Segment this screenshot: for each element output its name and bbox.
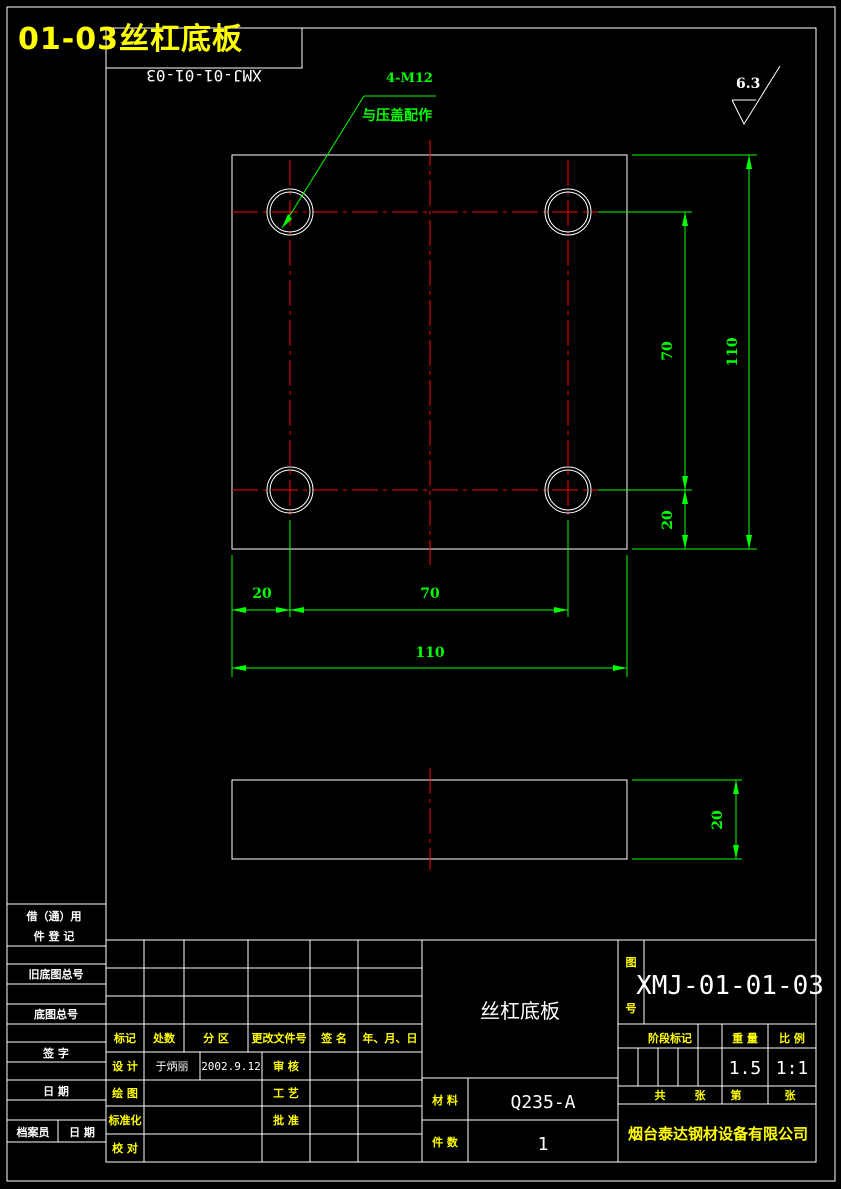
hole-bottom-left [266,466,314,514]
tb-standard: 标准化 [108,1113,142,1127]
strip-reg-2: 件 登 记 [34,929,75,943]
tb-drawing-no-label-1: 图 [626,956,637,969]
tb-drawing-no-label-2: 号 [626,1002,637,1015]
dim-bottom-110 [232,665,627,671]
tb-page-sheet-label: 张 [785,1088,797,1102]
tb-material-label: 材 料 [432,1093,458,1107]
tb-sheet-label: 张 [695,1088,707,1102]
tb-total-label: 共 [655,1088,666,1102]
dim-bottom-70-text: 70 [420,586,440,602]
dim-right-20-text: 20 [660,510,676,530]
left-strip [7,903,106,1143]
tb-company: 烟台泰达钢材设备有限公司 [628,1125,808,1143]
dim-right-20 [682,490,688,549]
tb-qty: 1 [538,1134,549,1155]
strip-reg-1: 借（通）用 [26,909,82,923]
tb-page-label: 第 [731,1088,742,1102]
tb-ymd: 年、月、日 [363,1031,418,1045]
tb-qty-label: 件 数 [432,1135,459,1149]
tb-mark: 标记 [113,1031,136,1045]
title-block-grid [105,939,817,1163]
strip-sign: 签 字 [42,1046,69,1060]
thread-callout-leader [281,95,436,229]
headline: 01-03丝杠底板 [18,22,243,57]
tb-weight-label: 重 量 [732,1031,758,1045]
outer-border [6,6,836,1182]
strip-archivist: 档案员 [17,1125,50,1139]
roughness-value: 6.3 [736,76,760,92]
tb-drawing-no: XMJ-01-01-03 [636,971,824,1001]
tb-design: 设 计 [112,1059,138,1073]
tb-weight: 1.5 [729,1058,762,1079]
tb-check: 校 对 [112,1141,138,1155]
dim-bottom-20-text: 20 [252,586,272,602]
tb-material: Q235-A [510,1092,575,1113]
tb-zone: 分 区 [203,1031,229,1045]
mirrored-code-text: XMJ-01-01-03 [146,66,262,85]
tb-drawing: 绘 图 [112,1086,138,1100]
dim-bottom-20 [232,607,290,613]
strip-archive-date: 日 期 [69,1125,95,1139]
strip-old-no: 旧底图总号 [29,967,84,981]
dim-right-70-text: 70 [660,341,676,361]
dim-thickness-20 [733,780,739,859]
dim-right-110 [746,155,752,549]
thread-callout-note: 与压盖配作 [362,107,432,124]
thread-callout-text: 4-M12 [386,71,433,86]
hole-top-right [544,188,592,236]
dim-bottom-70 [290,607,568,613]
tb-scale-label: 比 例 [779,1031,805,1045]
tb-scale: 1:1 [776,1058,809,1079]
tb-signature: 签 名 [320,1031,347,1045]
tb-change-doc: 更改文件号 [252,1031,307,1045]
hole-top-left [266,188,314,236]
hole-bottom-right [544,466,592,514]
tb-process: 工 艺 [273,1086,299,1100]
dim-bottom-110-text: 110 [415,645,444,661]
dim-right-110-text: 110 [725,337,741,366]
dim-right-70 [682,212,688,490]
tb-design-date: 2002.9.12 [201,1060,261,1073]
tb-designer: 于炳丽 [156,1060,189,1073]
tb-stage-mark: 阶段标记 [648,1031,692,1045]
strip-date: 日 期 [43,1084,69,1098]
mirrored-code-box [105,27,303,69]
tb-part-name: 丝杠底板 [480,999,560,1023]
tb-count: 处数 [152,1031,176,1045]
surface-roughness-symbol [731,65,781,126]
dim-thickness-20-text: 20 [710,810,726,830]
tb-approve: 批 准 [273,1113,299,1127]
strip-base-no: 底图总号 [34,1007,78,1021]
tb-review: 审 核 [273,1059,299,1073]
